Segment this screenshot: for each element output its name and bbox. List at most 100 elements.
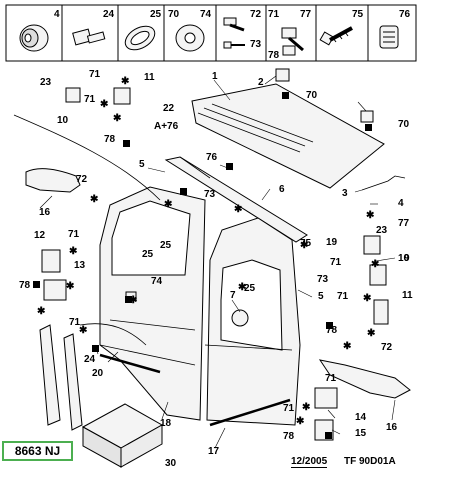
- pillar-trim: [39, 324, 83, 431]
- hinge-bracket-left: [41, 87, 131, 301]
- svg-text:✱: ✱: [79, 325, 88, 336]
- callout-78-b: 78: [19, 280, 31, 291]
- callout-20: 20: [92, 368, 104, 379]
- callout-25-c: 25: [244, 283, 256, 294]
- rh-door-shell: [204, 217, 301, 426]
- svg-text:✱: ✱: [69, 246, 78, 257]
- callout-4: 4: [398, 198, 404, 209]
- callout-18: 18: [160, 418, 172, 429]
- callout-70-top: 70: [306, 90, 318, 101]
- callout-14: 14: [355, 412, 367, 423]
- callout-10-right: 10: [398, 253, 410, 264]
- callout-78-a: 78: [104, 134, 116, 145]
- svg-text:✱: ✱: [371, 259, 380, 270]
- callout-75: 75: [300, 238, 312, 249]
- callout-16-left: 16: [39, 207, 51, 218]
- callout-22: 22: [163, 103, 175, 114]
- callout-71-f: 71: [337, 291, 349, 302]
- header-num-74: 74: [200, 9, 212, 20]
- callout-72-right: 72: [381, 342, 393, 353]
- callout-78-d: 78: [283, 431, 295, 442]
- callout-5-right: 5: [318, 291, 324, 302]
- callout-6: 6: [279, 184, 285, 195]
- svg-text:✱: ✱: [363, 293, 372, 304]
- callout-9: 9: [404, 253, 410, 264]
- callout-30: 30: [165, 458, 177, 469]
- callout-24: 24: [84, 354, 96, 365]
- callout-76: 76: [206, 152, 218, 163]
- svg-text:✱: ✱: [37, 306, 46, 317]
- callout-70-right: 70: [398, 119, 410, 130]
- header-num-75: 75: [352, 9, 364, 20]
- callout-10-left: 10: [57, 115, 69, 126]
- callout-labels: 1 2 3 4 5 5 6 7 9 10 10 11 11 12 13 14 1…: [19, 69, 413, 469]
- footer-date: 12/2005: [291, 456, 328, 468]
- svg-text:✱: ✱: [296, 416, 305, 427]
- callout-7: 7: [230, 290, 236, 301]
- callout-23-left: 23: [40, 77, 52, 88]
- fastener-marks: ✱ ✱ ✱ ✱ ✱ ✱ ✱ ✱ ✱ ✱ ✱ ✱ ✱ ✱ ✱ ✱ ✱ ✱ ✱ ✱: [37, 76, 380, 427]
- svg-text:✱: ✱: [121, 76, 130, 87]
- header-num-76: 76: [399, 9, 411, 20]
- roof-panel: [191, 83, 385, 189]
- callout-73-right: 73: [317, 274, 329, 285]
- callout-16-right: 16: [386, 422, 398, 433]
- roof-clip: [275, 68, 374, 123]
- callout-2: 2: [258, 77, 264, 88]
- callout-71-h: 71: [325, 373, 337, 384]
- callout-11-right: 11: [402, 290, 413, 301]
- svg-text:✱: ✱: [90, 194, 99, 205]
- header-num-78: 78: [268, 50, 280, 61]
- callout-22-note: A+76: [154, 121, 179, 132]
- callout-73-top: 73: [204, 189, 216, 200]
- callout-15: 15: [355, 428, 367, 439]
- curve-line: [13, 114, 161, 346]
- svg-text:✱: ✱: [66, 281, 75, 292]
- callout-77: 77: [398, 218, 410, 229]
- screw-icon: [319, 26, 353, 46]
- header-num-24: 24: [103, 9, 115, 20]
- leader-lines: [39, 75, 396, 449]
- cable-stay: [361, 175, 406, 191]
- square-marks: [33, 92, 372, 439]
- callout-19: 19: [326, 237, 338, 248]
- callout-74: 74: [151, 276, 163, 287]
- push-clip-icon: [72, 28, 106, 46]
- header-box-24: [61, 4, 119, 62]
- callout-71-b: 71: [84, 94, 96, 105]
- callout-71-e: 71: [330, 257, 342, 268]
- screw-nut-icon: [281, 27, 304, 56]
- fastener-kit-box: [81, 403, 164, 468]
- catalog-code-badge: 8663 NJ: [2, 441, 73, 461]
- callout-13: 13: [74, 260, 86, 271]
- svg-text:✱: ✱: [367, 328, 376, 339]
- roof-rail: [164, 156, 308, 243]
- svg-text:✱: ✱: [300, 240, 309, 251]
- header-num-70: 70: [168, 9, 180, 20]
- callout-11-left: 11: [144, 72, 155, 83]
- header-num-77: 77: [300, 9, 312, 20]
- header-num-72: 72: [250, 9, 262, 20]
- callout-78-c: 78: [326, 325, 338, 336]
- svg-text:✱: ✱: [234, 204, 243, 215]
- callout-12: 12: [34, 230, 46, 241]
- svg-text:✱: ✱: [302, 402, 311, 413]
- header-num-73: 73: [250, 39, 262, 50]
- callout-17: 17: [208, 446, 220, 457]
- plastic-clip-icon: [379, 25, 399, 49]
- callout-71-c: 71: [68, 229, 80, 240]
- header-strip: 4 24 25 70 74 72 73 71 77 78 75 76: [5, 4, 417, 62]
- svg-text:✱: ✱: [129, 295, 138, 306]
- lh-door-shell: [99, 186, 206, 421]
- header-num-4: 4: [54, 9, 60, 20]
- callout-5-left: 5: [139, 159, 145, 170]
- callout-23-right: 23: [376, 225, 388, 236]
- header-num-25: 25: [150, 9, 162, 20]
- callout-25-a: 25: [160, 240, 172, 251]
- washer-icon: [175, 24, 205, 52]
- svg-text:✱: ✱: [113, 113, 122, 124]
- bolt-icon: [223, 17, 245, 32]
- svg-text:✱: ✱: [343, 341, 352, 352]
